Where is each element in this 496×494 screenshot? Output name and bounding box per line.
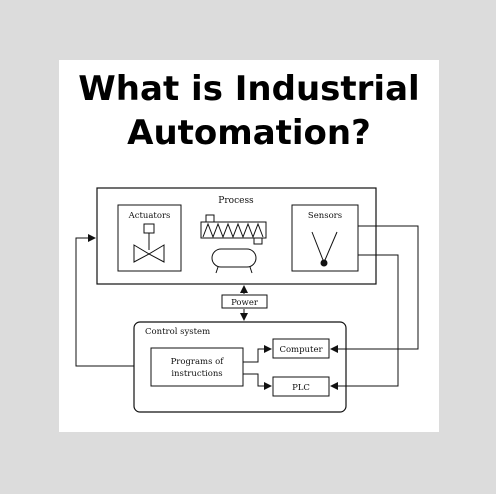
programs-label-line-1: Programs of [171,357,225,367]
tank-icon [211,248,257,274]
conveyor-screw-icon [200,214,267,245]
sensor-probe-icon [311,231,338,267]
actuators-label: Actuators [128,211,171,221]
control-system-label: Control system [145,327,210,337]
plc-label: PLC [292,383,310,393]
programs-label-line-2: instructions [171,369,222,379]
control-to-process-line [75,234,134,367]
programs-to-plc-arrow [243,373,272,390]
process-box [96,187,377,285]
control-system-box [133,321,347,413]
process-label: Process [218,196,254,206]
computer-label: Computer [279,345,323,355]
power-box [221,294,268,309]
page-title: What is Industrial Automation? [59,67,439,155]
sensors-to-plc-line [330,254,399,390]
title-line-2: Automation? [127,113,371,153]
plc-box [272,376,330,397]
sensors-to-computer-line [330,225,419,353]
sensors-label: Sensors [308,211,342,221]
computer-box [272,338,330,359]
title-line-1: What is Industrial [78,69,420,109]
programs-to-computer-arrow [243,345,272,363]
valve-icon [133,223,165,263]
sensors-box [291,204,359,272]
programs-box [150,347,244,387]
power-label: Power [231,298,259,308]
actuators-box [117,204,182,272]
